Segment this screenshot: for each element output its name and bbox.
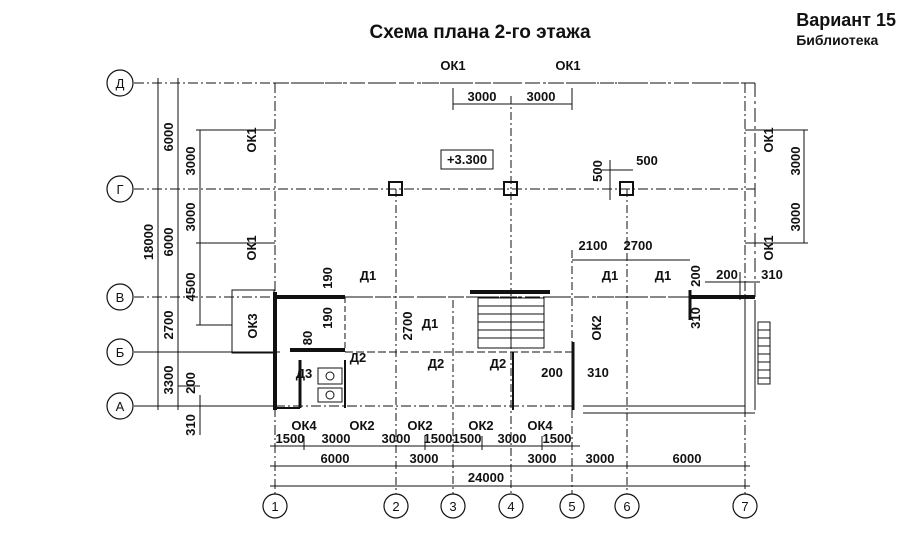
axis-bubble-5: [559, 493, 585, 519]
dim-right-3000-b: 3000: [788, 203, 803, 232]
dim-2700-v: 2700: [400, 312, 415, 341]
window-ok3: ОК3: [245, 313, 260, 338]
dim-left-3000-b: 3000: [183, 203, 198, 232]
door-d2-c: Д2: [490, 356, 507, 371]
dim-top-3000-a: 3000: [468, 89, 497, 104]
dim-190-b: 190: [320, 307, 335, 329]
dim-310-c: 310: [587, 365, 609, 380]
dim-200-b: 200: [716, 267, 738, 282]
axis-bubble-b: [106, 338, 134, 366]
dim-left-2700: 2700: [161, 311, 176, 340]
dim-b1-1500-a: 1500: [276, 431, 305, 446]
window-ok1-left-lower: ОК1: [244, 235, 259, 260]
door-d3: Д3: [296, 366, 313, 381]
axis-label-5: 5: [568, 499, 575, 514]
dim-b2-3000-b: 3000: [528, 451, 557, 466]
window-ok2-a: ОК2: [349, 418, 374, 433]
door-d2-a: Д2: [350, 350, 367, 365]
dim-left-18000: 18000: [141, 224, 156, 260]
window-labels: ОК1 ОК1 ОК1 ОК1 ОК1 ОК1 ОК3 ОК2 ОК4 ОК2 …: [244, 58, 776, 433]
window-ok1-left-upper: ОК1: [244, 127, 259, 152]
dim-80: 80: [300, 331, 315, 345]
dim-b2-3000-a: 3000: [410, 451, 439, 466]
building-label: Библиотека: [796, 32, 879, 48]
dim-b2-3000-c: 3000: [586, 451, 615, 466]
window-ok1-top-right: ОК1: [555, 58, 580, 73]
axis-label-4: 4: [507, 499, 514, 514]
dim-310-b: 310: [688, 307, 703, 329]
door-d2-b: Д2: [428, 356, 445, 371]
axis-label-b: Б: [116, 345, 125, 360]
dim-2700: 2700: [624, 238, 653, 253]
axis-label-3: 3: [449, 499, 456, 514]
dim-200-c: 200: [541, 365, 563, 380]
dim-b3-24000: 24000: [468, 470, 504, 485]
dim-b1-3000-a: 3000: [322, 431, 351, 446]
window-ok2-c: ОК2: [468, 418, 493, 433]
dim-b1-1500-b: 1500: [424, 431, 453, 446]
dim-190-a: 190: [320, 267, 335, 289]
dim-top-3000-b: 3000: [527, 89, 556, 104]
axis-bubble-2: [383, 493, 409, 519]
dim-left-6000-b: 6000: [161, 228, 176, 257]
window-ok1-right-lower: ОК1: [761, 235, 776, 260]
row-axis-bubbles: Д Г В Б А: [106, 69, 134, 420]
dim-left-3300: 3300: [161, 366, 176, 395]
door-d1-d: Д1: [655, 268, 672, 283]
dim-200-a: 200: [688, 265, 703, 287]
axis-bubble-3: [440, 493, 466, 519]
axis-bubble-4: [498, 493, 524, 519]
dim-left-310: 310: [183, 414, 198, 436]
axis-label-7: 7: [741, 499, 748, 514]
axis-label-1: 1: [271, 499, 278, 514]
window-ok4-right: ОК4: [527, 418, 553, 433]
axis-bubble-7: [732, 493, 758, 519]
variant-block: Вариант 15 Библиотека: [796, 10, 896, 48]
door-labels: Д1 Д1 Д1 Д1 Д2 Д2 Д2 Д3: [296, 268, 672, 381]
dim-b2-6000-a: 6000: [321, 451, 350, 466]
axis-bubble-6: [614, 493, 640, 519]
dim-b1-3000-b: 3000: [382, 431, 411, 446]
axis-bubble-a: [106, 392, 134, 420]
axis-bubble-v: [106, 283, 134, 311]
axis-bubble-1: [262, 493, 288, 519]
variant-label: Вариант 15: [796, 10, 896, 30]
window-ok1-right-upper: ОК1: [761, 127, 776, 152]
dim-left-3000-a: 3000: [183, 147, 198, 176]
dim-right-3000-a: 3000: [788, 147, 803, 176]
axis-label-a: А: [116, 399, 125, 414]
window-ok4-left: ОК4: [291, 418, 317, 433]
window-ok1-top-left: ОК1: [440, 58, 465, 73]
column-axis-bubbles: 1 2 3 4 5 6 7: [262, 493, 758, 519]
level-mark: +3.300: [447, 152, 487, 167]
dim-2100: 2100: [579, 238, 608, 253]
dim-b1-3000-c: 3000: [498, 431, 527, 446]
door-d1-b: Д1: [422, 316, 439, 331]
axis-bubble-g: [106, 175, 134, 203]
axis-label-d: Д: [116, 76, 125, 91]
dim-col-500-a: 500: [590, 160, 605, 182]
axis-label-6: 6: [623, 499, 630, 514]
dim-310-a: 310: [761, 267, 783, 282]
dim-b1-1500-d: 1500: [543, 431, 572, 446]
plan-title: Схема плана 2-го этажа: [369, 22, 591, 43]
dimension-labels: 3000 3000 6000 18000 6000 2700 3300 3000…: [141, 89, 803, 485]
axis-label-v: В: [116, 290, 125, 305]
window-ok2-b: ОК2: [407, 418, 432, 433]
axis-bubble-d: [106, 69, 134, 97]
dim-left-4500: 4500: [183, 273, 198, 302]
door-d1-a: Д1: [360, 268, 377, 283]
axis-label-2: 2: [392, 499, 399, 514]
dim-left-6000: 6000: [161, 123, 176, 152]
dim-b2-6000-b: 6000: [673, 451, 702, 466]
dim-left-200: 200: [183, 372, 198, 394]
door-d1-c: Д1: [602, 268, 619, 283]
dim-col-500-b: 500: [636, 153, 658, 168]
axis-label-g: Г: [116, 182, 123, 197]
dim-b1-1500-c: 1500: [453, 431, 482, 446]
window-ok2-right: ОК2: [589, 315, 604, 340]
